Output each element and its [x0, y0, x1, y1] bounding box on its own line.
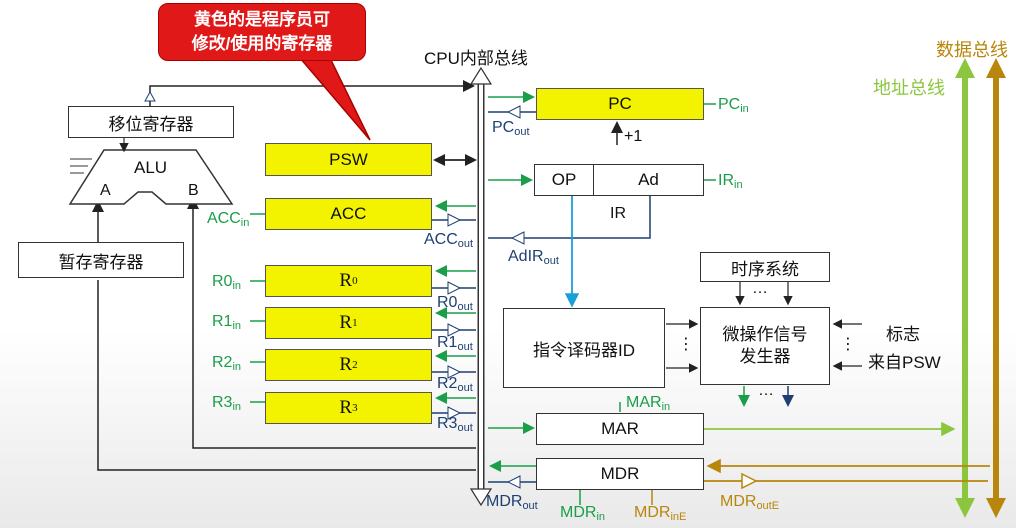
mdr-register: MDR: [536, 458, 704, 490]
alu-shape: [68, 149, 234, 205]
pc-out-signal: PCout: [492, 119, 530, 138]
mar-register: MAR: [536, 413, 704, 445]
instruction-decoder: 指令译码器ID: [503, 308, 665, 388]
r2-out-signal: R2out: [437, 375, 473, 394]
r1-in-signal: R1in: [212, 313, 242, 332]
decoder-output-dots: ⋮: [678, 336, 694, 353]
alu-input-b-label: B: [188, 182, 199, 199]
timing-system: 时序系统: [700, 252, 830, 282]
r3-out-signal: R3out: [437, 415, 473, 434]
psw-register: PSW: [265, 143, 432, 176]
flags-input-dots: ⋮: [840, 336, 856, 353]
pc-register: PC: [536, 88, 704, 120]
mdr-out-e-signal: MDRoutE: [720, 493, 780, 512]
ir-in-signal: IRin: [718, 172, 743, 191]
acc-register: ACC: [265, 198, 432, 230]
alu-label: ALU: [134, 158, 168, 177]
address-bus-label: 地址总线: [873, 78, 945, 98]
r2-in-signal: R2in: [212, 354, 242, 373]
callout-line-2: 修改/使用的寄存器: [191, 34, 333, 53]
ad-ir-out-signal: AdIRout: [508, 248, 559, 267]
r1-out-signal: R1out: [437, 334, 473, 353]
mdr-in-signal: MDRin: [560, 504, 605, 523]
micro-op-generator: 微操作信号 发生器: [700, 307, 830, 385]
ir-label: IR: [610, 205, 626, 222]
cpu-internal-bus-label: CPU内部总线: [424, 49, 528, 68]
micro-op-generator-line-1: 微操作信号: [722, 325, 808, 344]
r3-in-signal: R3in: [212, 394, 242, 413]
ir-op-field: OP: [534, 164, 594, 196]
timing-output-dots: …: [752, 280, 768, 297]
acc-in-signal: ACCin: [207, 210, 250, 229]
alu-input-a-label: A: [100, 182, 111, 199]
ir-ad-field: Ad: [593, 164, 704, 196]
shift-register: 移位寄存器: [68, 106, 234, 138]
mar-in-signal: MARin: [626, 394, 671, 413]
mdr-out-signal: MDRout: [486, 493, 538, 512]
flags-source-label: 来自PSW: [868, 353, 941, 372]
pc-increment-label: +1: [624, 128, 643, 145]
r0-out-signal: R0out: [437, 294, 473, 313]
data-bus-label: 数据总线: [936, 40, 1008, 60]
acc-out-signal: ACCout: [424, 231, 474, 250]
pc-in-signal: PCin: [718, 96, 749, 115]
mdr-in-e-signal: MDRinE: [634, 504, 687, 523]
control-output-dots: …: [758, 382, 774, 399]
callout-note: 黄色的是程序员可 修改/使用的寄存器: [158, 3, 366, 61]
temp-register: 暂存寄存器: [18, 242, 184, 278]
flags-label: 标志: [886, 325, 920, 344]
callout-line-1: 黄色的是程序员可: [194, 10, 330, 29]
micro-op-generator-line-2: 发生器: [739, 347, 791, 366]
r0-in-signal: R0in: [212, 273, 242, 292]
